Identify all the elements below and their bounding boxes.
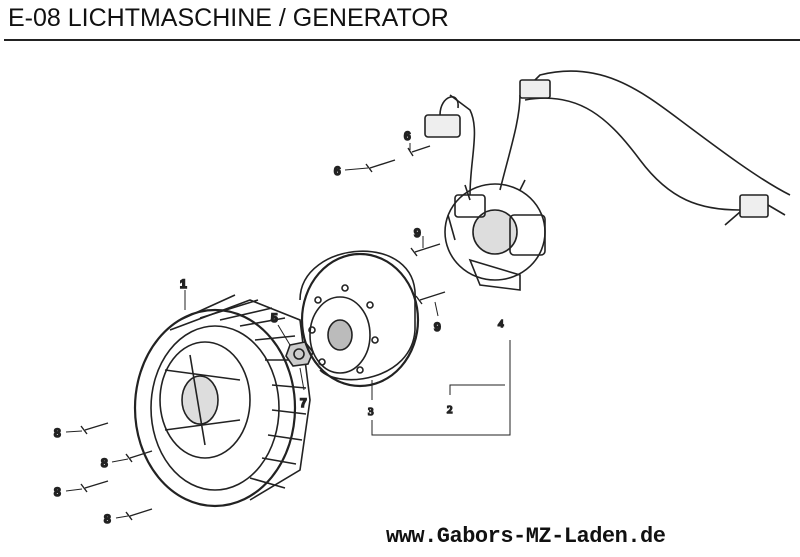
callout-4: 4 bbox=[498, 318, 504, 330]
title-underline bbox=[4, 39, 800, 41]
leader-lines bbox=[65, 143, 511, 519]
callout-9b: 9 bbox=[434, 320, 441, 334]
rotor-flywheel bbox=[299, 250, 420, 388]
callout-7: 7 bbox=[300, 396, 307, 410]
website-watermark: www.Gabors-MZ-Laden.de bbox=[386, 524, 666, 549]
callout-8c: 8 bbox=[54, 485, 61, 499]
callout-9a: 9 bbox=[414, 226, 421, 240]
bolts bbox=[80, 145, 446, 521]
page-title: E-08 LICHTMASCHINE / GENERATOR bbox=[8, 4, 449, 32]
callout-5: 5 bbox=[271, 311, 278, 325]
callout-6b: 6 bbox=[334, 164, 341, 178]
callout-3: 3 bbox=[368, 406, 374, 418]
callout-2: 2 bbox=[447, 404, 453, 416]
stator bbox=[444, 179, 546, 291]
callout-8b: 8 bbox=[101, 456, 108, 470]
callout-6a: 6 bbox=[404, 129, 411, 143]
cooling-fan bbox=[133, 294, 311, 508]
callout-8d: 8 bbox=[104, 512, 111, 526]
callout-1: 1 bbox=[180, 277, 187, 291]
callout-8a: 8 bbox=[54, 426, 61, 440]
wiring-harness bbox=[424, 70, 791, 226]
